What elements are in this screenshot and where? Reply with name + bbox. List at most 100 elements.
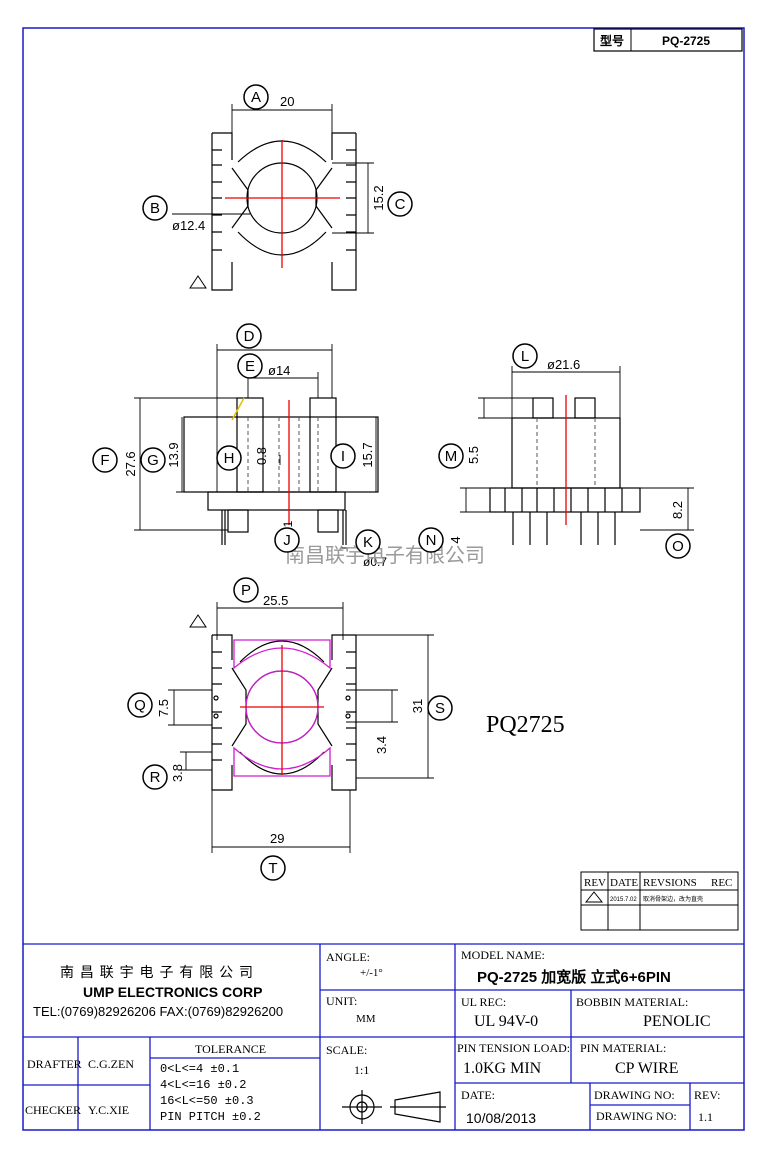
callout-g (140, 447, 166, 473)
tolerance-label: TOLERANCE (195, 1042, 267, 1056)
callout-r-letter: R (150, 769, 161, 786)
top-view (211, 132, 357, 291)
callout-l (512, 343, 538, 369)
side-view (489, 397, 641, 545)
date-value: 10/08/2013 (466, 1110, 537, 1126)
scale-value: 1:1 (354, 1063, 370, 1077)
checker-value: Y.C.XIE (88, 1103, 130, 1117)
dim-a-value: 20 (280, 94, 294, 109)
rev-header-rev: REV (584, 877, 606, 889)
model-header-box: 型号 PQ-2725 (593, 28, 743, 52)
unit-value: MM (356, 1013, 376, 1025)
callout-q-letter: Q (134, 697, 146, 714)
tolerance-row-3: 16<L<=50 ±0.3 (160, 1094, 254, 1108)
part-label: PQ2725 (486, 712, 565, 738)
company-contact: TEL:(0769)82926206 FAX:(0769)82926200 (33, 1004, 284, 1019)
bobbin-material-value: PENOLIC (643, 1013, 711, 1030)
front-view-dimensions (134, 344, 380, 549)
callout-c-letter: C (395, 196, 406, 213)
dim-m-value: 5.5 (466, 446, 481, 464)
callout-h (216, 445, 242, 471)
bottom-view-dimensions (168, 602, 434, 853)
dim-k-value: ø0.7 (363, 555, 387, 569)
scale-label: SCALE: (326, 1043, 368, 1057)
bottom-view-centerlines (240, 645, 324, 775)
drawing-no-label-1: DRAWING NO: (594, 1088, 675, 1102)
front-view-hidden (247, 417, 319, 492)
callout-k-letter: K (363, 534, 373, 551)
checker-label: CHECKER (25, 1103, 82, 1117)
rev-header-date: DATE (610, 877, 638, 889)
pin-material-value: CP WIRE (615, 1060, 679, 1077)
callout-f-letter: F (100, 452, 109, 469)
dim-p-value: 25.5 (263, 593, 288, 608)
callout-c (387, 191, 413, 217)
callout-b-letter: B (150, 200, 160, 217)
warning-triangle-icon (189, 275, 207, 289)
callout-i (330, 443, 356, 469)
callout-p-letter: P (241, 582, 251, 599)
side-view-dimensions (460, 366, 694, 531)
rev-label: REV: (694, 1088, 721, 1102)
callout-r (142, 764, 168, 790)
front-view (183, 397, 379, 545)
drawing-no-label-2: DRAWING NO: (596, 1109, 677, 1123)
date-label: DATE: (461, 1088, 495, 1102)
callout-a-letter: A (251, 89, 261, 106)
dim-r-value: 3.8 (170, 764, 185, 782)
callout-o-letter: O (672, 538, 684, 555)
callout-e (237, 353, 263, 379)
callout-a (243, 84, 269, 110)
angle-value: +/-1° (360, 967, 383, 979)
callout-n-letter: N (426, 532, 437, 549)
callout-t-letter: T (268, 860, 277, 877)
top-view-centerlines (225, 140, 340, 268)
tolerance-row-1: 0<L<=4 ±0.1 (160, 1062, 240, 1076)
callout-s-letter: S (435, 700, 445, 717)
callout-p (233, 577, 259, 603)
callout-j (274, 527, 300, 553)
projection-symbol-icon (342, 1090, 446, 1124)
watermark-text: 南昌联宇电子有限公司 (285, 544, 485, 567)
callout-n (418, 527, 444, 553)
rev-header-rec: REC (711, 877, 732, 889)
model-header-value: PQ-2725 (662, 34, 710, 48)
callout-k (355, 529, 381, 555)
bobbin-material-label: BOBBIN MATERIAL: (576, 995, 689, 1009)
rev-header-revisions: REVSIONS (643, 877, 697, 889)
pin-material-label: PIN MATERIAL: (580, 1041, 667, 1055)
model-header-label: 型号 (600, 33, 624, 48)
warning-triangle-icon (189, 614, 207, 628)
callout-o (665, 533, 691, 559)
dim-e-value: ø14 (268, 363, 290, 378)
dim-h-value: 0.8 (254, 447, 269, 465)
dim-c-value: 15.2 (371, 185, 386, 210)
pin-tension-label: PIN TENSION LOAD: (457, 1041, 571, 1055)
dim-i-value: 15.7 (360, 442, 375, 467)
unit-label: UNIT: (326, 994, 358, 1008)
callout-m-letter: M (445, 448, 458, 465)
company-name-cn: 南 昌 联 宇 电 子 有 限 公 司 (60, 964, 255, 980)
tolerance-row-4: PIN PITCH ±0.2 (160, 1110, 261, 1124)
callout-letters: A B C D E F G H I J K L M N O P Q R S T (100, 89, 683, 877)
side-view-hidden (536, 418, 596, 488)
ul-rec-value: UL 94V-0 (474, 1013, 539, 1030)
callout-d-letter: D (244, 328, 255, 345)
callout-t (260, 855, 286, 881)
callout-s (427, 695, 453, 721)
callout-h-letter: H (224, 450, 235, 467)
angle-label: ANGLE: (326, 950, 370, 964)
callout-m (438, 443, 464, 469)
dim-b-value: ø12.4 (172, 218, 205, 233)
front-view-chamfer (231, 397, 245, 421)
callouts (92, 84, 691, 881)
callout-g-letter: G (147, 452, 159, 469)
sheet-border (22, 27, 745, 1131)
dim-j-value: 1 (281, 520, 295, 527)
callout-j-letter: J (283, 532, 291, 549)
dim-s-value: 31 (410, 699, 425, 713)
company-name-en: UMP ELECTRONICS CORP (83, 984, 263, 1000)
callout-q (127, 692, 153, 718)
